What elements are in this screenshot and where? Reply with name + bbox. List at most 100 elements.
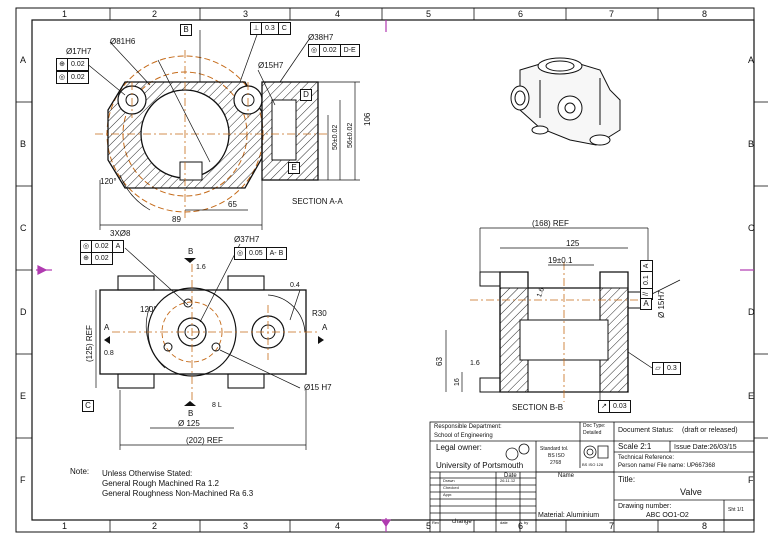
tb-std-tol-1: Standard tol.: [540, 446, 569, 452]
grid-col-5: 5: [426, 9, 432, 19]
dim-106: 106: [363, 112, 372, 126]
grid-row-f: F: [20, 475, 26, 485]
label-b-bottom: B: [188, 409, 194, 418]
dim-168-ref: (168) REF: [532, 219, 569, 228]
tb-sheet: Sht 1/1: [728, 507, 744, 513]
datum-a: A: [640, 298, 652, 310]
dim-56: 56±0.02: [347, 122, 354, 148]
grid-row-d: D: [20, 307, 27, 317]
dim-d81h6: Ø81H6: [110, 37, 136, 46]
section-aa-title: SECTION A-A: [292, 197, 343, 206]
tb-legal-owner: Legal owner:: [436, 443, 482, 452]
grid-col-5-bottom: 5: [426, 521, 432, 531]
dim-angle-120-b: 120°: [140, 305, 157, 314]
top-view: [95, 243, 324, 450]
tb-material: Material: Aluminium: [538, 512, 600, 519]
grid-row-e-right: E: [748, 391, 755, 401]
grid-row-e: E: [20, 391, 27, 401]
grid-col-7-bottom: 7: [609, 521, 615, 531]
section-aa-view: [79, 30, 360, 230]
grid-col-2-bottom: 2: [152, 521, 158, 531]
dim-65: 65: [228, 200, 237, 209]
label-a-right: A: [322, 323, 328, 332]
tb-by-label: by: [524, 520, 529, 525]
tb-drawing-number: ABC OO1-O2: [646, 512, 689, 519]
fcf-concentricity-a: ◎0.02: [56, 71, 89, 84]
tb-responsible-dept: Responsible Department:: [434, 424, 502, 430]
note-line-2: General Rough Machined Ra 1.2: [102, 479, 219, 488]
grid-col-4: 4: [335, 9, 341, 19]
note-line-3: General Roughness Non-Machined Ra 6.3: [102, 489, 254, 498]
dim-angle-120-a: 120°: [100, 177, 117, 186]
fcf-position-a: ⊕0.02: [56, 58, 89, 71]
datum-b: B: [180, 24, 192, 36]
grid-col-8: 8: [702, 9, 708, 19]
grid-col-1: 1: [62, 9, 68, 19]
tb-date-small: date: [500, 520, 508, 525]
grid-col-1-bottom: 1: [62, 521, 68, 531]
roughness-8l: 8 L: [212, 402, 222, 409]
tb-doc-status: Document Status:: [618, 427, 674, 434]
grid-col-8-bottom: 8: [702, 521, 708, 531]
tb-issue-date: Issue Date:26/03/15: [674, 444, 737, 451]
fcf-runout: ↗0.03: [598, 400, 631, 413]
dim-63: 63: [435, 357, 444, 366]
grid-row-b-right: B: [748, 139, 755, 149]
tb-drawn-date: 26.11.12: [500, 478, 516, 483]
tb-title-label: Title:: [618, 475, 636, 484]
roughness-1-6-bb-left: 1.6: [470, 360, 480, 367]
dim-d15h7-a: Ø15H7: [258, 61, 284, 70]
fcf-position-b: ⊕0.02: [80, 252, 113, 265]
label-a-left: A: [104, 323, 110, 332]
dim-89: 89: [172, 215, 181, 224]
grid-col-7: 7: [609, 9, 615, 19]
dim-50: 50±0.02: [332, 124, 339, 150]
grid-col-6-bottom: 6: [518, 521, 524, 531]
tb-drawn-label: Drawn: [443, 478, 455, 483]
grid-row-c: C: [20, 223, 27, 233]
dim-d125: Ø 125: [178, 419, 200, 428]
grid-row-b: B: [20, 139, 27, 149]
roughness-1-6-top: 1.6: [196, 264, 206, 271]
notes-label: Note:: [70, 467, 90, 476]
tb-scale: Scale 2:1: [618, 442, 652, 451]
grid-col-6: 6: [518, 9, 524, 19]
grid-col-3-bottom: 3: [243, 521, 249, 531]
dim-202-ref: (202) REF: [186, 436, 223, 445]
tb-appr-label: Appr.: [443, 492, 453, 497]
datum-c: C: [82, 400, 94, 412]
dim-d15h7-b: Ø15 H7: [304, 383, 332, 392]
datum-e: E: [288, 162, 300, 174]
dim-d38h7: Ø38H7: [308, 33, 334, 42]
grid-col-2: 2: [152, 9, 158, 19]
tb-std-tol-2: BS ISO: [548, 453, 565, 459]
tb-iso-label: BS ISO 128: [582, 462, 604, 467]
section-bb-title: SECTION B-B: [512, 403, 564, 412]
dim-3x-d8: 3XØ8: [110, 229, 131, 238]
dim-d17h7: Ø17H7: [66, 47, 92, 56]
tb-tech-ref: Technical Reference:: [618, 455, 675, 461]
tb-doctype: Detailed: [583, 430, 602, 436]
dim-d37h7: Ø37H7: [234, 235, 260, 244]
dim-19: 19±0.1: [548, 256, 573, 265]
tb-school: School of Engineering: [434, 433, 493, 439]
tb-change-label: change: [452, 519, 472, 525]
grid-row-c-right: C: [748, 223, 755, 233]
tb-person: Person name/ File name: UP667368: [618, 463, 716, 469]
tb-name-label: Name: [558, 473, 575, 479]
label-b-top: B: [188, 247, 194, 256]
section-bb-view: [445, 227, 681, 405]
tb-drawing-number-label: Drawing number:: [618, 503, 672, 510]
dim-r30: R30: [312, 309, 327, 318]
grid-row-a-right: A: [748, 55, 755, 65]
note-line-1: Unless Otherwise Stated:: [102, 469, 193, 478]
roughness-0-4: 0.4: [290, 282, 300, 289]
tb-doc-status-value: (draft or released): [682, 427, 738, 434]
grid-row-a: A: [20, 55, 27, 65]
dim-125-bb: 125: [566, 239, 580, 248]
